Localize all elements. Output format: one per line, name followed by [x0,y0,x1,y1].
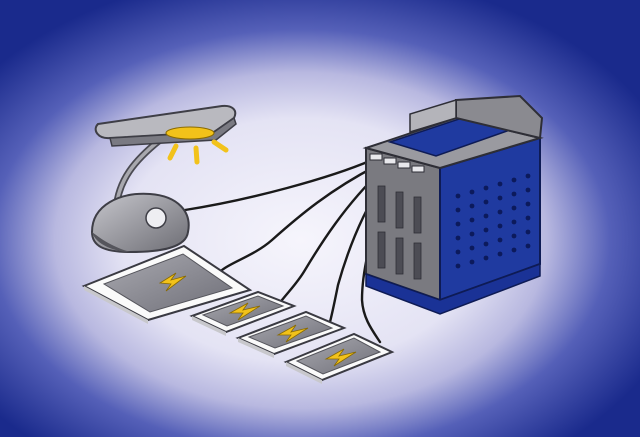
cable-tablet [220,164,378,272]
lightning-icon [158,272,187,292]
cable-phone-1 [280,168,384,302]
vent-holes [455,173,531,269]
lamp-light [165,126,215,140]
lightning-icon [324,348,357,367]
desk-lamp-icon [90,104,237,254]
lightning-icon [276,324,309,343]
lamp-switch [145,207,167,229]
lightning-icon [228,302,261,321]
phone-icon [283,332,395,384]
phone-icon [189,290,297,336]
usb-ports [369,153,425,173]
battery-box-icon [362,94,544,315]
cable-lamp [183,158,374,212]
light-rays [167,139,229,165]
phone-icon [235,310,347,358]
tablet-icon [81,244,253,324]
